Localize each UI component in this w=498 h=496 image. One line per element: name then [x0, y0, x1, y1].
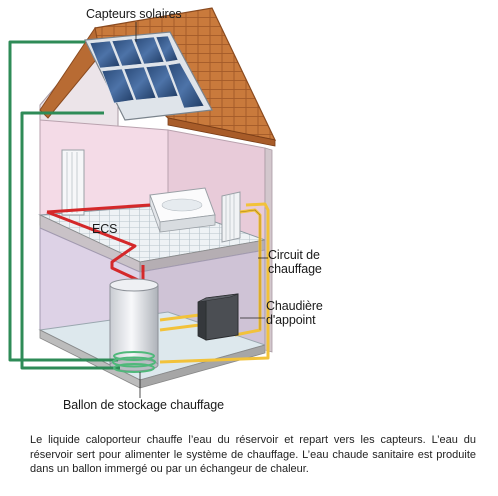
label-heating-circuit-2: chauffage — [268, 262, 322, 276]
solar-heating-house-diagram — [8, 7, 277, 398]
solar-panel-7 — [145, 64, 179, 99]
backup-boiler — [197, 293, 239, 341]
label-storage-tank: Ballon de stockage chauffage — [63, 398, 224, 412]
roof-eave — [167, 117, 276, 147]
label-ecs: ECS — [92, 222, 118, 236]
heating-circuit-stroke — [239, 209, 261, 330]
solar-panel-8 — [167, 62, 205, 109]
label-backup-boiler-1: Chaudière — [266, 299, 323, 313]
label-solar-collectors: Capteurs solaires — [86, 7, 182, 21]
radiator-left — [61, 149, 85, 216]
storage-tank — [109, 278, 159, 372]
hot-water-pipe-upper — [46, 203, 151, 214]
solar-panel-4 — [155, 35, 179, 63]
bathtub — [149, 187, 216, 233]
figure-caption: Le liquide caloporteur chauffe l’eau du … — [30, 434, 476, 476]
solar-panel-5 — [101, 68, 135, 104]
solar-panel-1 — [89, 40, 121, 69]
solar-panel-2 — [111, 38, 143, 67]
label-backup-boiler-2: d'appoint — [266, 313, 316, 327]
solar-panel-6 — [123, 66, 157, 101]
solar-collectors — [84, 31, 213, 121]
radiator-right — [221, 191, 241, 243]
solar-loop — [8, 40, 120, 370]
heat-exchanger-coil — [112, 351, 156, 373]
label-heating-circuit-1: Circuit de — [268, 248, 320, 262]
solar-panel-3 — [133, 36, 165, 65]
